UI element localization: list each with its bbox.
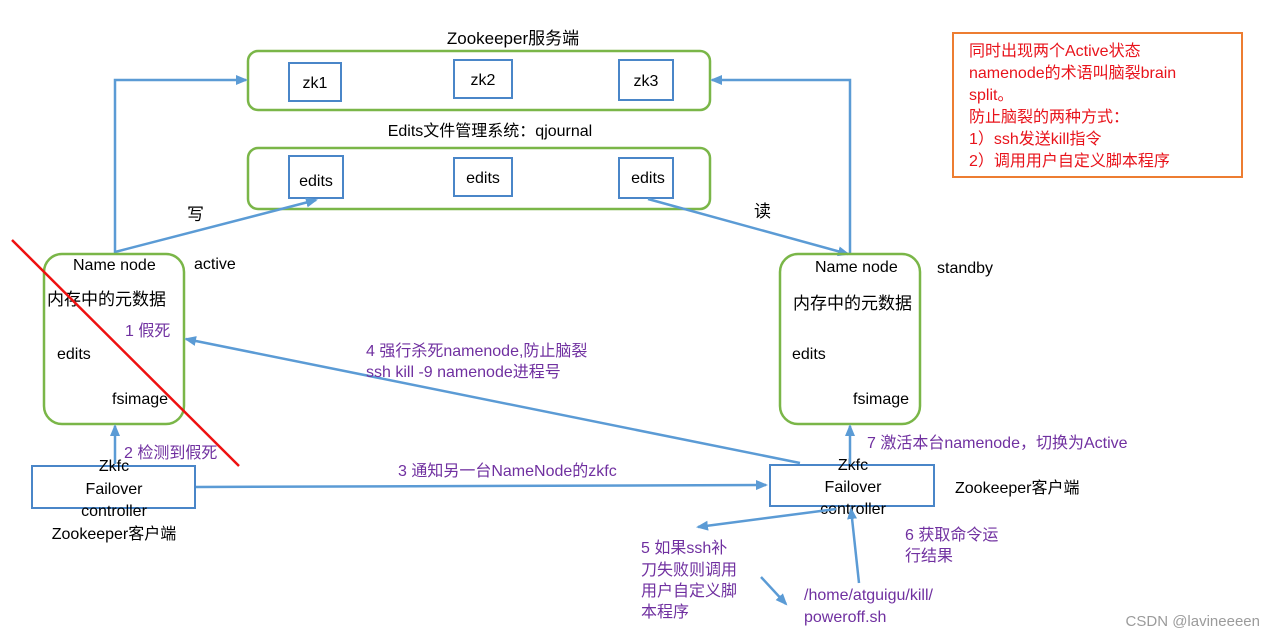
zkfc-right-box (769, 464, 935, 507)
step7-label: 7 激活本台namenode，切换为Active (867, 434, 1128, 452)
step5-line4: 本程序 (641, 603, 689, 621)
zkfc-left-line1: Zkfc (99, 458, 129, 475)
note-line3: split。 (969, 87, 1013, 104)
step3-label: 3 通知另一台NameNode的zkfc (398, 462, 617, 480)
note-line4: 防止脑裂的两种方式： (969, 108, 1129, 126)
zookeeper-server-title: Zookeeper服务端 (447, 29, 579, 48)
zkfc-left-line2: Failover (86, 481, 144, 498)
csdn-watermark: CSDN @lavineeeen (1126, 613, 1260, 630)
edits1-label: edits (299, 173, 333, 190)
namenode-standby-state: standby (937, 260, 993, 277)
notify-arrow (195, 480, 768, 491)
step2-label: 2 检测到假死 (124, 444, 217, 462)
namenode-standby-metadata: 内存中的元数据 (793, 294, 912, 313)
zk1-box (288, 62, 342, 102)
zk3-box (618, 59, 674, 101)
edits3-box (618, 157, 674, 199)
namenode-active-edits: edits (57, 346, 91, 363)
script-arrow (760, 576, 788, 606)
note-line1: 同时出现两个Active状态 (969, 42, 1141, 60)
edits2-label: edits (466, 170, 500, 187)
step5-line2: 刀失败则调用 (641, 561, 737, 579)
step1-label: 1 假死 (125, 322, 170, 340)
namenode-active-title: Name node (73, 257, 156, 274)
namenode-standby-title: Name node (815, 259, 898, 276)
step6-line1: 6 获取命令运 (905, 526, 998, 544)
edits3-label: edits (631, 170, 665, 187)
namenode-standby-edits: edits (792, 346, 826, 363)
step4-line2: ssh kill -9 namenode进程号 (366, 363, 561, 381)
namenode-active-fsimage: fsimage (112, 391, 168, 408)
script-path-line2: poweroff.sh (804, 609, 886, 626)
dead-cross-line (11, 239, 240, 467)
zk1-label: zk1 (303, 75, 328, 92)
kill-arrow (184, 336, 801, 465)
read-arrow (647, 197, 850, 257)
zkfc-left-client-label: Zookeeper客户端 (52, 525, 177, 543)
zk3-label: zk3 (634, 73, 659, 90)
zkfc-left-line3: controller (81, 503, 147, 520)
result-arrow (847, 507, 861, 584)
zkfc-left-box (31, 465, 196, 509)
note-line2: namenode的术语叫脑裂brain (969, 64, 1176, 82)
step5-line3: 用户自定义脚 (641, 582, 737, 600)
edits-system-group (246, 146, 712, 211)
zkfc-right-line1: Zkfc (838, 457, 868, 474)
edits-system-title: Edits文件管理系统：qjournal (388, 122, 593, 140)
write-arrow (114, 197, 318, 254)
left-to-zookeeper-arrow (113, 75, 248, 253)
read-label: 读 (754, 202, 771, 221)
zk2-box (453, 59, 513, 99)
note-line6: 2）调用用户自定义脚本程序 (969, 152, 1170, 170)
right-to-zookeeper-arrow (710, 75, 852, 253)
step6-line2: 行结果 (905, 547, 953, 565)
script-path-line1: /home/atguigu/kill/ (804, 587, 934, 604)
namenode-standby-fsimage: fsimage (853, 391, 909, 408)
step5-line1: 5 如果ssh补 (641, 539, 727, 557)
step4-line1: 4 强行杀死namenode,防止脑裂 (366, 342, 587, 360)
fallback-arrow (696, 507, 837, 531)
write-label: 写 (187, 205, 204, 224)
edits2-box (453, 157, 513, 197)
zk2-label: zk2 (471, 72, 496, 89)
namenode-active-state: active (194, 256, 236, 273)
zkfc-right-line2: Failover (825, 479, 883, 496)
zkfc-right-client-label: Zookeeper客户端 (955, 479, 1080, 497)
brain-split-note-box (952, 32, 1243, 178)
note-line5: 1）ssh发送kill指令 (969, 130, 1101, 148)
